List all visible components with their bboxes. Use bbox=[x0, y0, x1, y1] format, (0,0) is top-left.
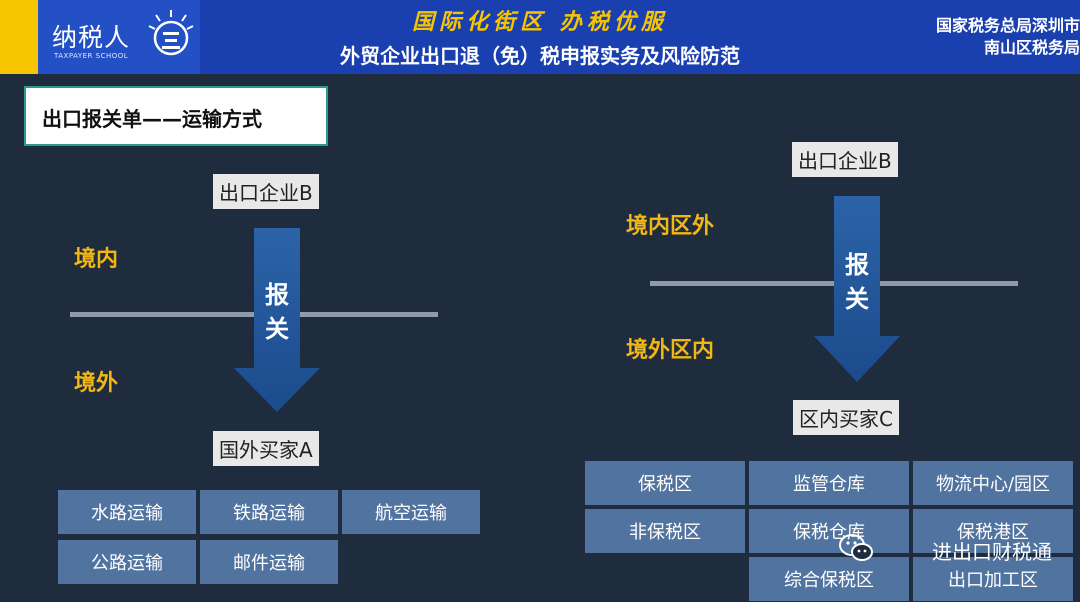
logo-subtitle: TAXPAYER SCHOOL bbox=[54, 52, 129, 60]
zone-box: 非保税区 bbox=[585, 509, 745, 553]
left-exporter-label: 出口企业B bbox=[213, 174, 319, 209]
left-buyer-label: 国外买家A bbox=[213, 431, 319, 466]
transport-mode-box: 航空运输 bbox=[342, 490, 480, 534]
logo-area bbox=[38, 0, 200, 74]
transport-mode-box: 邮件运输 bbox=[200, 540, 338, 584]
zone-box: 物流中心/园区 bbox=[913, 461, 1073, 505]
watermark-text: 进出口财税通 bbox=[932, 540, 1052, 564]
sun-logo-icon bbox=[148, 10, 194, 56]
header-slogan: 国际化街区 办税优服 bbox=[412, 10, 668, 35]
left-foreign-label: 境外 bbox=[74, 371, 119, 396]
header-accent bbox=[0, 0, 38, 74]
slide-title: 出口报关单——运输方式 bbox=[42, 107, 262, 131]
transport-mode-box: 水路运输 bbox=[58, 490, 196, 534]
transport-mode-box: 铁路运输 bbox=[200, 490, 338, 534]
org-name-line2: 南山区税务局 bbox=[983, 38, 1080, 57]
right-customs-arrow-icon bbox=[814, 196, 900, 382]
right-exporter-label: 出口企业B bbox=[792, 142, 898, 177]
left-customs-arrow-icon bbox=[234, 228, 320, 412]
left-arrow-char-1: 报 bbox=[265, 281, 289, 309]
org-name-line1: 国家税务总局深圳市 bbox=[935, 16, 1080, 35]
zone-box: 综合保税区 bbox=[749, 557, 909, 601]
zone-box: 保税区 bbox=[585, 461, 745, 505]
right-domestic-outside-label: 境内区外 bbox=[626, 214, 715, 239]
zone-box: 出口加工区 bbox=[913, 557, 1073, 601]
slide-title-box bbox=[24, 86, 328, 146]
right-outside-inside-label: 境外区内 bbox=[626, 338, 715, 363]
logo-text: 纳税人 bbox=[52, 23, 131, 52]
zone-box: 监管仓库 bbox=[749, 461, 909, 505]
zone-box: 保税仓库 bbox=[749, 509, 909, 553]
right-buyer-label: 区内买家C bbox=[793, 400, 899, 435]
right-arrow-char-2: 关 bbox=[845, 285, 869, 313]
left-domestic-label: 境内 bbox=[74, 247, 119, 272]
right-arrow-char-1: 报 bbox=[845, 251, 869, 279]
header-subtitle: 外贸企业出口退（免）税申报实务及风险防范 bbox=[340, 44, 740, 68]
wechat-icon bbox=[839, 534, 873, 561]
zone-box: 保税港区 bbox=[913, 509, 1073, 553]
transport-mode-box: 公路运输 bbox=[58, 540, 196, 584]
left-arrow-char-2: 关 bbox=[265, 315, 289, 343]
